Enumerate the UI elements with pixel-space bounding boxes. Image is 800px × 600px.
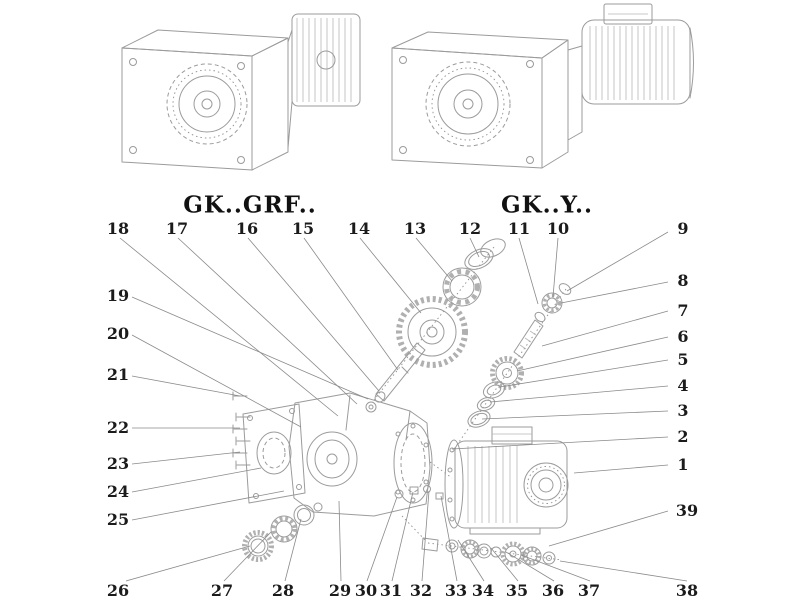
fastening-screws [232, 391, 251, 470]
part-callout-34: 34 [471, 581, 495, 600]
part-callout-36: 36 [541, 581, 565, 600]
input-shaft-assembly [513, 283, 572, 359]
leader-lines [119, 231, 688, 582]
part-callout-19: 19 [106, 286, 130, 305]
gearbox-housing [288, 392, 433, 517]
part-callout-30: 30 [354, 581, 378, 600]
part-callout-39: 39 [675, 501, 699, 520]
lower-bearing-rings [242, 504, 315, 562]
part-callout-2: 2 [677, 427, 689, 446]
exploded-view [232, 238, 572, 567]
part-callout-1: 1 [677, 455, 689, 474]
intermediate-gear-stack [467, 356, 524, 428]
part-callout-12: 12 [458, 219, 482, 238]
part-callout-15: 15 [291, 219, 315, 238]
part-callout-8: 8 [677, 271, 689, 290]
upper-bearing-rings [442, 238, 506, 307]
model-label-gk-y: GK..Y.. [500, 191, 594, 219]
part-callout-5: 5 [677, 350, 689, 369]
large-gear-assembly [374, 296, 468, 403]
part-callout-11: 11 [507, 219, 531, 238]
output-shaft-assembly [421, 537, 556, 567]
part-callout-32: 32 [409, 581, 433, 600]
model-label-gk-grf: GK..GRF.. [183, 191, 317, 219]
part-callout-22: 22 [106, 418, 130, 437]
mounting-flange-plate [242, 403, 306, 504]
part-callout-27: 27 [210, 581, 234, 600]
part-callout-13: 13 [403, 219, 427, 238]
part-callout-28: 28 [271, 581, 295, 600]
part-callout-38: 38 [675, 581, 699, 600]
part-callout-25: 25 [106, 510, 130, 529]
part-callout-35: 35 [505, 581, 529, 600]
part-callout-3: 3 [677, 401, 689, 420]
part-callout-37: 37 [577, 581, 601, 600]
part-callout-33: 33 [444, 581, 468, 600]
part-callout-20: 20 [106, 324, 130, 343]
small-fittings [394, 485, 444, 500]
part-callout-6: 6 [677, 327, 689, 346]
part-callout-29: 29 [328, 581, 352, 600]
part-callout-17: 17 [165, 219, 189, 238]
part-callout-24: 24 [106, 482, 130, 501]
electric-motor [444, 426, 569, 535]
part-callout-21: 21 [106, 365, 130, 384]
part-callout-16: 16 [235, 219, 259, 238]
part-callout-23: 23 [106, 454, 130, 473]
part-callout-4: 4 [677, 376, 689, 395]
part-callout-18: 18 [106, 219, 130, 238]
part-callout-10: 10 [546, 219, 570, 238]
part-callout-7: 7 [677, 301, 689, 320]
gearbox-grf-drawing [121, 13, 361, 171]
part-callout-9: 9 [677, 219, 689, 238]
part-callout-31: 31 [379, 581, 403, 600]
gearbox-y-drawing [391, 3, 694, 169]
part-callout-14: 14 [347, 219, 371, 238]
part-callout-26: 26 [106, 581, 130, 600]
